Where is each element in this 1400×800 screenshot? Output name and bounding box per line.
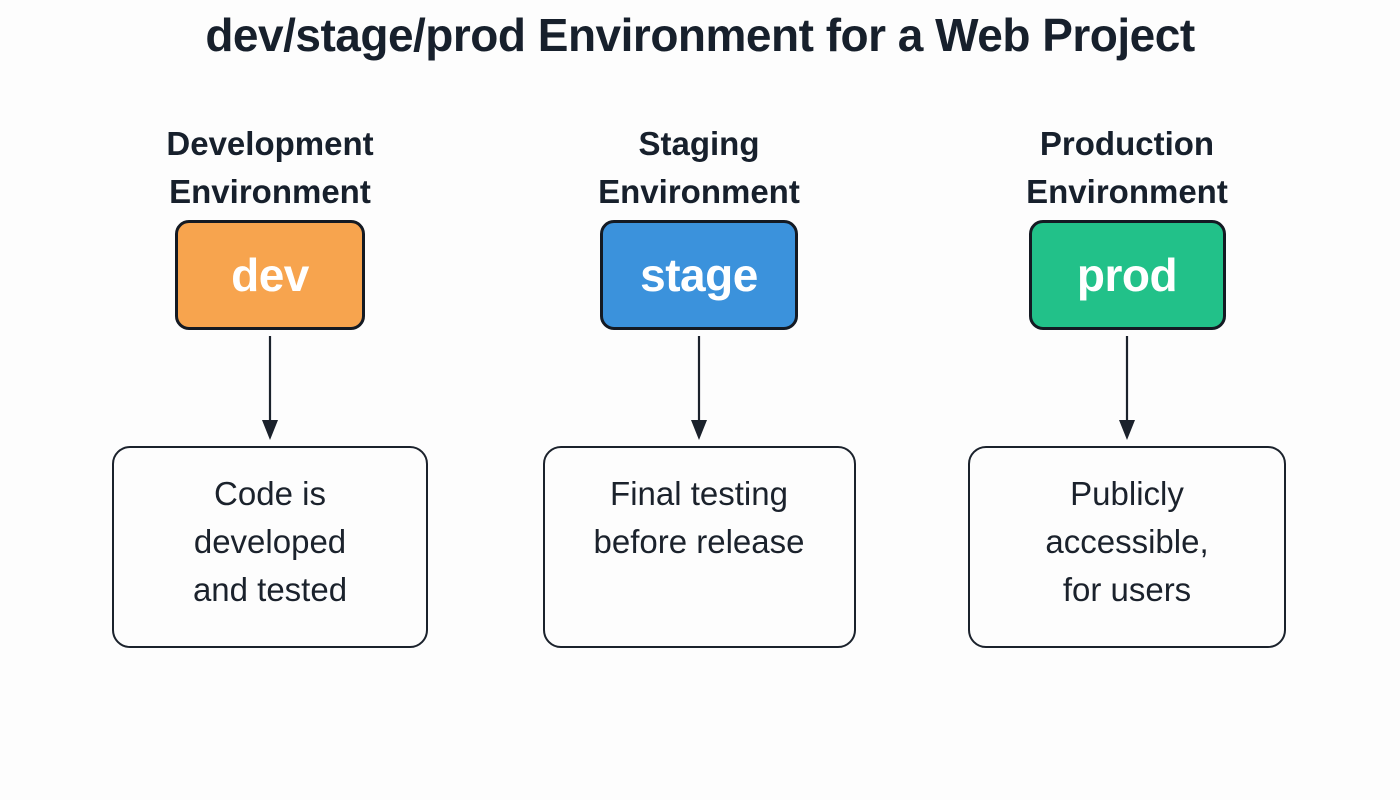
column-development: Development Environment dev Code is deve…	[60, 120, 480, 648]
desc-row-staging: Final testing before release	[489, 446, 909, 648]
env-row-staging: stage	[489, 220, 909, 336]
down-arrow-icon	[1119, 336, 1135, 440]
env-box-dev-label: dev	[231, 249, 309, 301]
env-box-prod-label: prod	[1076, 249, 1178, 301]
desc-row-development: Code is developed and tested	[60, 446, 480, 648]
connector-prod	[917, 336, 1337, 446]
page-title: dev/stage/prod Environment for a Web Pro…	[205, 9, 1195, 61]
env-box-prod[interactable]: prod	[1028, 220, 1226, 330]
column-header-development: Development Environment	[166, 125, 374, 210]
env-box-dev[interactable]: dev	[175, 220, 365, 330]
desc-row-production: Publicly accessible, for users	[917, 446, 1337, 648]
column-production: Production Environment prod Publicly acc…	[917, 120, 1337, 648]
column-header-production: Production Environment	[1026, 125, 1228, 210]
description-box-stage: Final testing before release	[542, 446, 856, 648]
env-row-production: prod	[917, 220, 1337, 336]
connector-stage	[489, 336, 909, 446]
column-staging: Staging Environment stage Final testing …	[489, 120, 909, 648]
env-box-stage[interactable]: stage	[600, 220, 798, 330]
env-row-development: dev	[60, 220, 480, 336]
description-box-prod: Publicly accessible, for users	[968, 446, 1286, 648]
connector-dev	[60, 336, 480, 446]
down-arrow-icon	[262, 336, 278, 440]
column-header-staging: Staging Environment	[598, 125, 800, 210]
env-box-stage-label: stage	[640, 249, 758, 301]
description-box-dev: Code is developed and tested	[112, 446, 428, 648]
down-arrow-icon	[691, 336, 707, 440]
